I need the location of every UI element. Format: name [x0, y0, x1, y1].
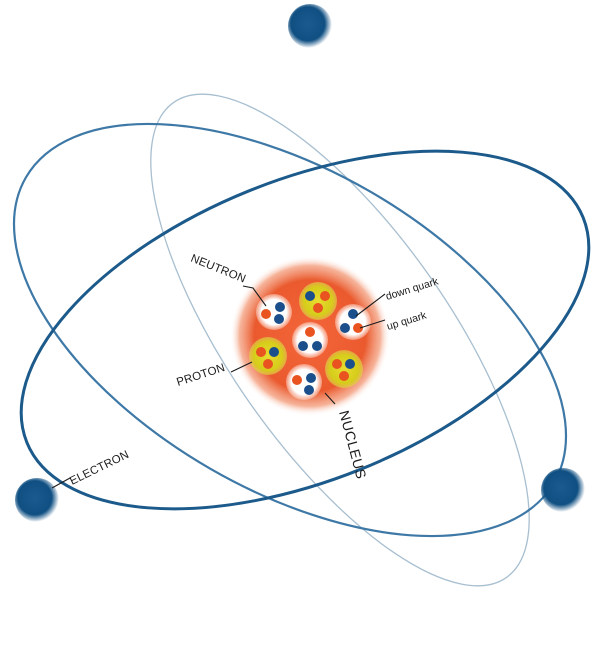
proton-leader — [230, 361, 253, 373]
proton — [299, 282, 337, 320]
neutron — [286, 364, 322, 400]
proton — [325, 350, 363, 388]
neutron — [292, 322, 328, 358]
neutron — [335, 304, 371, 340]
nucleus — [230, 256, 390, 416]
neutron — [256, 294, 292, 330]
leader-lines — [51, 285, 386, 489]
proton-label: PROTON — [175, 362, 226, 389]
proton — [249, 337, 287, 375]
down-quark-leader — [355, 293, 386, 317]
electron-leader — [51, 477, 71, 489]
orbit-dark — [19, 149, 591, 511]
electron-right — [541, 468, 585, 512]
electron-left — [15, 478, 59, 522]
up-quark-leader — [359, 319, 386, 329]
neutron-label: NEUTRON — [189, 253, 248, 286]
electrons — [15, 4, 585, 522]
down-quark-label: down quark — [384, 275, 440, 303]
electron-top — [288, 4, 332, 48]
electron-label: ELECTRON — [68, 449, 131, 488]
nucleus-label: NUCLEUS — [336, 409, 370, 481]
up-quark-label: up quark — [385, 309, 428, 333]
neutron-leader — [242, 285, 267, 307]
nucleus-leader — [324, 392, 336, 405]
orbit-light — [150, 93, 530, 587]
